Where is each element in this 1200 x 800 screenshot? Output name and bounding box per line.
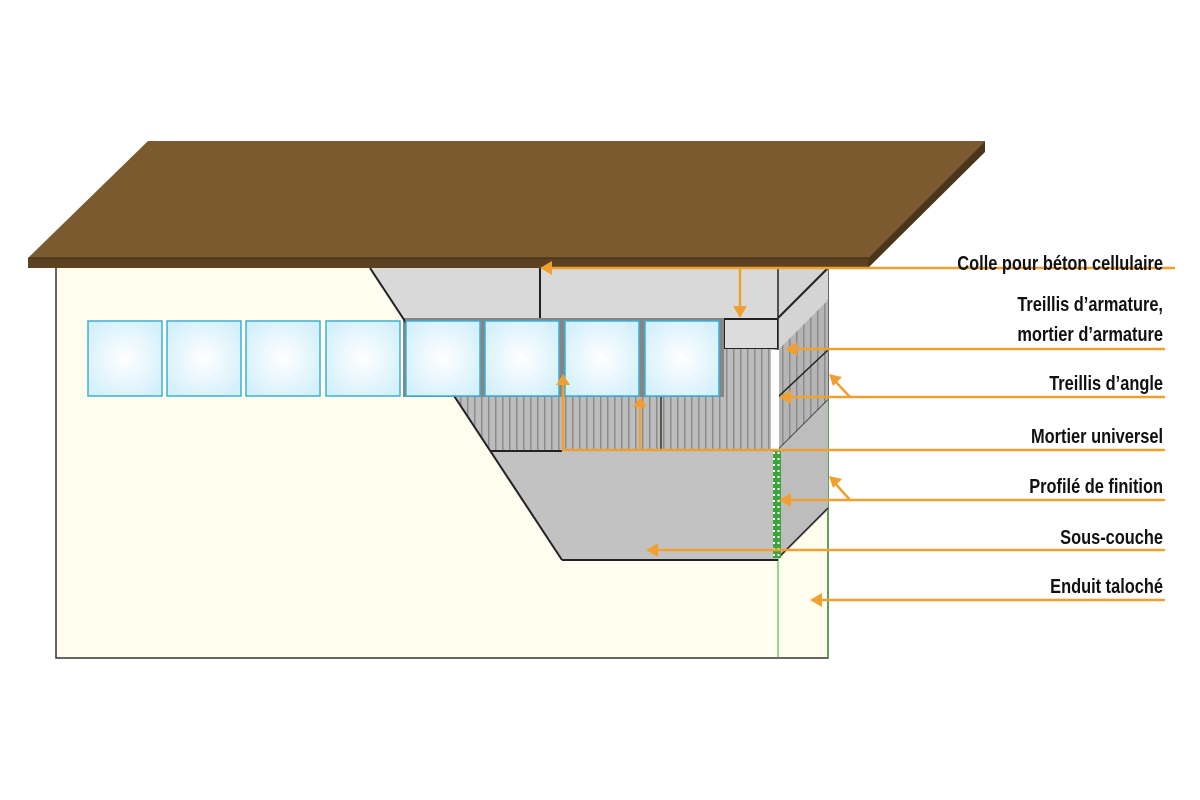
label-enduit: Enduit taloché xyxy=(1050,574,1163,597)
window-pane xyxy=(484,320,560,397)
label-treillis-armature-1: Treillis d’armature, xyxy=(1017,292,1163,315)
labels: Colle pour béton cellulaire Treillis d’a… xyxy=(957,251,1163,597)
arrow-icon xyxy=(829,374,842,386)
arrow-icon xyxy=(829,476,842,488)
window-pane xyxy=(564,320,640,397)
arrow-icon xyxy=(540,261,552,275)
leader-profile-branch xyxy=(833,481,851,501)
arrow-icon xyxy=(779,493,791,507)
leader-lines xyxy=(545,266,1175,602)
window-pane xyxy=(87,320,163,397)
leader-mortier-universel xyxy=(561,382,1165,452)
window-pane xyxy=(166,320,242,397)
window-pane xyxy=(245,320,321,397)
label-mortier-universel: Mortier universel xyxy=(1031,424,1163,447)
label-colle: Colle pour béton cellulaire xyxy=(957,251,1163,274)
arrow-icon xyxy=(810,593,822,607)
window-pane xyxy=(405,320,481,397)
window-row xyxy=(87,320,720,397)
arrowheads xyxy=(540,261,842,607)
label-treillis-angle: Treillis d’angle xyxy=(1049,371,1163,394)
arrow-icon xyxy=(556,374,570,385)
leader-treillis-angle-branch xyxy=(833,379,851,398)
arrow-icon xyxy=(646,543,658,557)
finishing-profile xyxy=(773,450,781,558)
window-pane xyxy=(644,320,720,397)
roof xyxy=(28,141,985,268)
label-profile-finition: Profilé de finition xyxy=(1029,474,1163,497)
arrow-icon xyxy=(633,397,647,407)
window-pane xyxy=(325,320,401,397)
label-sous-couche: Sous-couche xyxy=(1060,525,1163,548)
label-treillis-armature-2: mortier d’armature xyxy=(1017,322,1163,345)
arrow-icon xyxy=(779,390,791,404)
arrow-icon xyxy=(733,306,747,318)
arrow-icon xyxy=(785,342,797,356)
